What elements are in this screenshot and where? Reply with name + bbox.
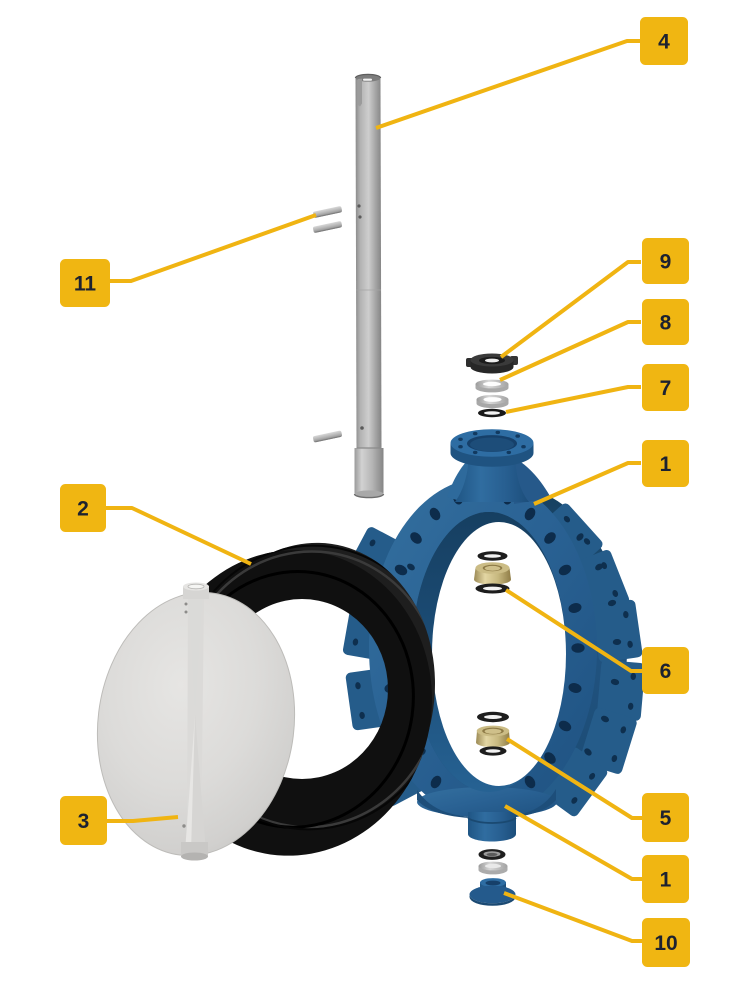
- svg-text:7: 7: [660, 377, 672, 400]
- svg-text:2: 2: [77, 498, 89, 521]
- svg-text:10: 10: [654, 932, 677, 955]
- svg-text:1: 1: [660, 869, 672, 892]
- svg-text:1: 1: [660, 453, 672, 476]
- svg-text:9: 9: [660, 251, 672, 274]
- svg-text:11: 11: [74, 273, 97, 296]
- svg-text:4: 4: [658, 31, 670, 54]
- svg-text:3: 3: [78, 810, 90, 833]
- svg-text:8: 8: [660, 312, 672, 335]
- svg-text:5: 5: [660, 807, 672, 830]
- svg-text:6: 6: [660, 660, 672, 683]
